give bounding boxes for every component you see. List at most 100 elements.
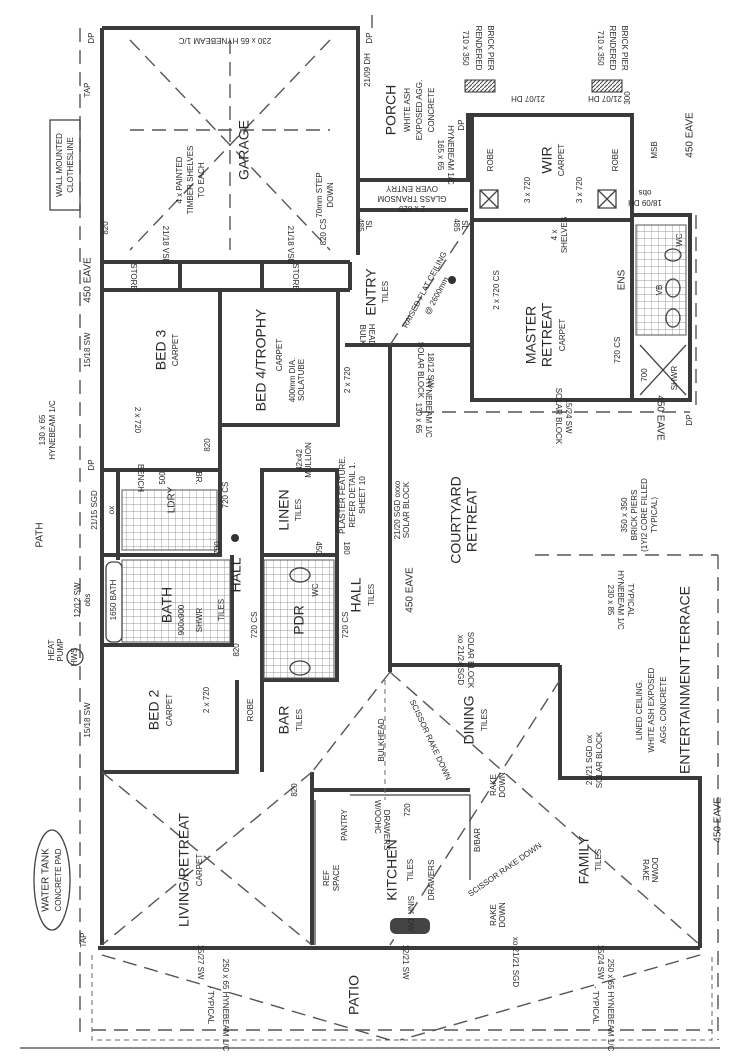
beam-note: 230 x 85	[606, 585, 615, 616]
brick-piers-note: TYPICAL)	[650, 497, 659, 533]
door-label: 21/18 VSD	[286, 226, 295, 265]
bath-tub-label: 1650 BATH	[109, 579, 118, 620]
sink-icon	[390, 918, 430, 934]
mullion-note: MULLION	[304, 442, 313, 478]
window-label: 15/18 SW	[83, 332, 92, 368]
rake-down-note: RAKE	[641, 859, 650, 881]
room-courtyard: COURTYARD	[448, 476, 464, 563]
kitchen-floor: TILES	[406, 859, 415, 881]
door-label: 21/18 VSD	[161, 226, 170, 265]
room-bed-2: BED 2	[146, 690, 162, 731]
ref-space: SPACE	[332, 865, 341, 892]
window-label: 21/09 DH	[363, 53, 372, 87]
eave-label: 450 EAVE	[83, 257, 94, 303]
room-bed-4: BED 4/TROPHY	[253, 308, 269, 411]
door-label: SL	[460, 220, 469, 230]
window-label: 21/21 SGD ox	[585, 735, 594, 785]
step-note: DOWN	[326, 182, 335, 208]
living-floor: CARPET	[195, 854, 204, 887]
door-label: 820	[101, 221, 110, 235]
window-label: xo 21/21 SGD	[511, 937, 520, 987]
room-family: FAMILY	[576, 835, 592, 884]
robe-box-icon	[479, 189, 499, 209]
room-pdr: PDR	[291, 605, 307, 635]
room-living: LIVING/RETREAT	[176, 813, 192, 928]
porch-finish: WHITE ASH	[403, 88, 412, 132]
dim-label: 450	[314, 541, 323, 555]
bbar-label: B/BAR	[473, 828, 482, 852]
room-labels: GARAGE 4 x PAINTED TIMBER SHELVES TO EAC…	[109, 80, 693, 1015]
rake-down-note: RAKE	[489, 904, 498, 926]
room-porch: PORCH	[383, 85, 399, 136]
ensuite-tiles	[635, 224, 687, 336]
rake-down-note: DOWN	[650, 857, 659, 883]
window-label: 12/12 SW	[73, 582, 82, 618]
window-label: 21/15 SGD	[90, 490, 99, 530]
downpipe-label: DP	[685, 414, 694, 425]
room-terrace: ENTERTAINMENT TERRACE	[677, 586, 693, 774]
heat-pump-label: HEAT	[47, 640, 56, 661]
plaster-note: SHEET 10	[358, 476, 367, 514]
room-robe: ROBE	[246, 699, 255, 722]
room-bath: BATH	[159, 587, 175, 623]
window-label: 18/12 SW	[426, 352, 435, 388]
family-floor: TILES	[594, 849, 603, 871]
window-label: 18/09 DH	[628, 198, 662, 207]
bulkhead-note: BULK	[358, 325, 367, 347]
room-linen: LINEN	[276, 489, 292, 530]
bed2-floor: CARPET	[165, 694, 174, 727]
window-label: 12/21 SW	[401, 944, 410, 980]
door-label: 820	[203, 438, 212, 452]
bed4-floor: CARPET	[275, 339, 284, 372]
downpipe-label: DP	[87, 459, 96, 470]
door-label: 820	[290, 783, 299, 797]
annotations: 450 EAVE 450 EAVE 450 EAVE 450 EAVE 450 …	[33, 25, 724, 1051]
laundry-tiles	[121, 489, 218, 551]
basin-icon	[665, 278, 681, 298]
dw-label: DW	[406, 918, 415, 932]
vb-label: VB	[655, 285, 664, 296]
terrace-finish: LINED CEILING.	[635, 680, 644, 740]
fixtures	[66, 79, 687, 945]
ohc-label: OHC	[373, 816, 382, 834]
clothesline-label: CLOTHESLINE	[66, 137, 75, 193]
dim-label: 180	[342, 541, 351, 555]
brick-piers-note: 350 x 350	[620, 497, 629, 533]
brick-pier-icon	[464, 79, 496, 93]
garage-note: TO EACH	[197, 162, 206, 198]
beam-note: 230 x 65 HYNEBEAM 1/C	[179, 36, 272, 45]
light-point-icon	[231, 534, 239, 542]
downpipe-label: DP	[365, 32, 374, 43]
rake-down-note: DOWN	[498, 772, 507, 798]
bath-tub-icon	[105, 561, 123, 643]
mullion-note: 42x42	[295, 449, 304, 471]
porch-finish: CONCRETE	[427, 88, 436, 133]
garage-note: 4 x PAINTED	[175, 156, 184, 203]
door-label: 3 x 720	[575, 176, 584, 203]
window-label: 21/07 DH	[511, 94, 545, 103]
water-tank-label: WATER TANK	[41, 848, 52, 912]
dimension-labels: 21/09 DH 21/07 DH 21/07 DH 300 18/09 DH …	[73, 53, 662, 987]
window-label: xo 21/24 SGD	[456, 635, 465, 685]
brick-pier-note: BRICK PIER	[620, 25, 629, 71]
beam-note: HYNEBEAM 1/C	[446, 125, 455, 185]
bath-tiles	[121, 559, 231, 643]
toilet-icon	[664, 248, 682, 262]
room-dining: DINING	[461, 696, 477, 745]
tap-label: TAP	[79, 933, 88, 948]
path-label: PATH	[35, 522, 46, 547]
door-label: 720 CS	[341, 612, 350, 639]
rake-down-note: DOWN	[498, 902, 507, 928]
plaster-note: REFER DETAIL 1.	[348, 462, 357, 527]
beam-note: TYPICAL	[626, 583, 635, 617]
door-label: SL	[364, 220, 373, 230]
beam-note: - TYPICAL	[591, 986, 600, 1025]
tap-label: TAP	[83, 83, 92, 98]
room-bar: BAR	[276, 706, 292, 735]
bulkhead-note: HEAD	[367, 324, 376, 346]
transom-note: GLASS TRANSOM	[377, 194, 446, 203]
window-label: 21/20 SGD oxxo	[393, 480, 402, 539]
clothesline-label: WALL MOUNTED	[55, 133, 64, 197]
step-note: 70mm STEP	[315, 172, 324, 217]
